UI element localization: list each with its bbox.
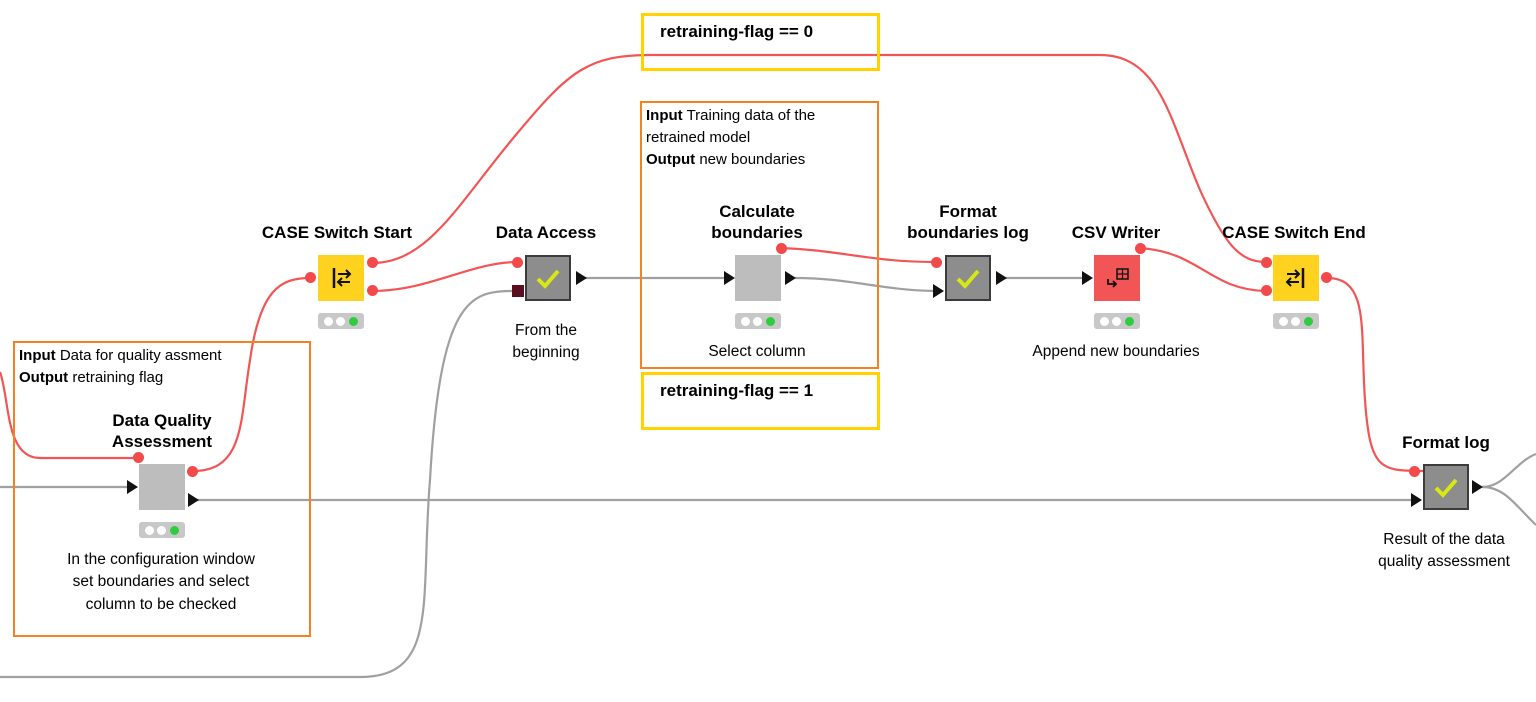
node-caption-dqa-1: In the configuration window [67,551,255,568]
flow-wire-casestart-dataaccess [371,260,519,293]
port-calc-out[interactable] [785,271,796,285]
node-caption-csv-writer: Append new boundaries [1032,343,1200,360]
annotation-flag-one[interactable]: retraining-flag == 1 [641,372,880,430]
status-light-calc [735,313,781,329]
port-data-access-data-in[interactable] [512,285,524,297]
port-case-end-in-bottom[interactable] [1261,285,1272,296]
node-caption-data-access-1: From the [514,322,578,339]
node-title-format-boundaries-2: boundaries log [907,223,1029,242]
port-case-end-out[interactable] [1321,272,1332,283]
port-dqa-in[interactable] [127,480,138,494]
port-format-log-in[interactable] [1411,493,1422,507]
node-case-switch-start[interactable] [318,255,364,301]
flow-wire-csv-caseend [1139,246,1267,293]
checkmark-icon [1434,478,1458,498]
node-title-data-access: Data Access [495,223,597,242]
node-case-switch-end[interactable] [1273,255,1319,301]
calc-input-line: Input Training data of the [646,107,816,124]
port-dqa-flow-out[interactable] [187,466,198,477]
port-dqa-flow-in[interactable] [133,452,144,463]
port-case-start-in[interactable] [305,272,316,283]
node-data-access[interactable] [525,255,571,301]
node-format-boundaries-log[interactable] [945,255,991,301]
node-title-calc-boundaries-1: Calculate [719,202,795,221]
dqa-output-line: Output retraining flag [19,369,164,386]
status-light-dqa [139,522,185,538]
port-data-access-out[interactable] [576,271,587,285]
node-title-csv-writer: CSV Writer [1071,223,1161,242]
node-caption-dqa-2: set boundaries and select [72,573,250,590]
port-calc-flow-out[interactable] [776,243,787,254]
port-format-boundaries-data-in[interactable] [933,284,944,298]
node-title-format-log: Format log [1402,433,1490,452]
case-switch-end-icon [1285,268,1305,288]
port-data-access-flow-in[interactable] [512,257,523,268]
port-format-boundaries-out[interactable] [996,271,1007,285]
data-wire-formatlog-out-top [1481,452,1536,489]
dqa-input-line: Input Data for quality assment [19,347,222,364]
node-calc-boundaries[interactable] [735,255,781,301]
calc-output-line: Output new boundaries [646,151,806,168]
flag-one-label: retraining-flag == 1 [660,381,814,400]
port-format-log-flow-in[interactable] [1409,466,1420,477]
port-format-log-out[interactable] [1472,480,1483,494]
calc-input-line-2: retrained model [646,129,751,146]
node-data-quality-assessment[interactable] [139,464,185,510]
data-wire-formatlog-out-bottom [1481,485,1536,526]
node-title-case-switch-start: CASE Switch Start [261,223,413,242]
csv-writer-icon [1107,268,1129,288]
port-case-start-out-top[interactable] [367,257,378,268]
node-format-log[interactable] [1423,464,1469,510]
node-caption-dqa-3: column to be checked [85,596,237,613]
port-csv-flow-out[interactable] [1135,243,1146,254]
node-title-calc-boundaries-2: boundaries [711,223,803,242]
port-csv-in[interactable] [1082,271,1093,285]
port-case-start-out-bottom[interactable] [367,285,378,296]
port-format-boundaries-flow-in[interactable] [931,257,942,268]
checkmark-icon [536,269,560,289]
node-title-dqa-2: Assessment [111,432,213,451]
case-switch-start-icon [332,268,352,288]
node-caption-data-access-2: beginning [512,344,580,361]
node-title-format-boundaries-1: Format [939,202,997,221]
checkmark-icon [956,269,980,289]
status-light-case-start [318,313,364,329]
status-light-csv [1094,313,1140,329]
port-dqa-out[interactable] [188,493,199,507]
port-case-end-in-top[interactable] [1261,257,1272,268]
annotation-calc-boundaries[interactable]: Input Training data of the retrained mod… [640,101,879,369]
node-title-case-switch-end: CASE Switch End [1222,223,1366,242]
node-title-dqa-1: Data Quality [112,411,212,430]
annotation-dqa[interactable]: Input Data for quality assment Output re… [13,341,311,637]
port-calc-in[interactable] [724,271,735,285]
annotation-flag-zero[interactable]: retraining-flag == 0 [641,13,880,71]
node-csv-writer[interactable] [1094,255,1140,301]
node-caption-calc-boundaries: Select column [708,343,806,360]
node-caption-format-log-1: Result of the data [1383,531,1505,548]
node-caption-format-log-2: quality assessment [1378,553,1510,570]
status-light-case-end [1273,313,1319,329]
flag-zero-label: retraining-flag == 0 [660,22,814,41]
